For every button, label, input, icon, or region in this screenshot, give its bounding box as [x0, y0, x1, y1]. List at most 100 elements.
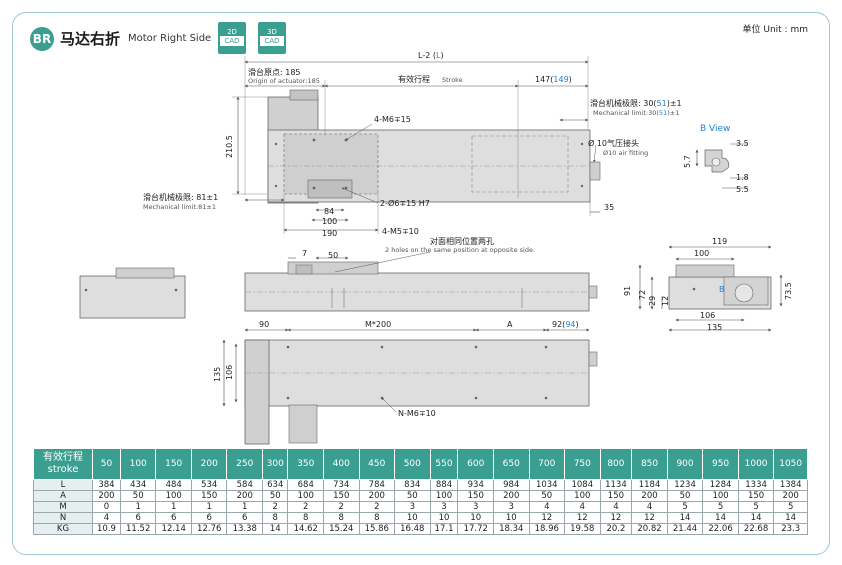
m5-10-label: 4-M5∓10: [382, 227, 419, 236]
opposite-holes-en: 2 holes on the same position at opposite…: [385, 246, 535, 254]
table-cell: 20.82: [631, 523, 668, 535]
table-cell: 4: [528, 501, 566, 513]
table-cell: 634: [261, 479, 289, 491]
svg-text:Mechanical limit:30(51)±1: Mechanical limit:30(51)±1: [593, 109, 679, 117]
dim-12: 12: [661, 296, 670, 306]
mech-limit-left-en: Mechanical limit:81±1: [143, 203, 216, 211]
table-cell: 5: [702, 501, 739, 513]
table-cell: 6: [155, 512, 192, 524]
page-title-en: Motor Right Side: [128, 33, 212, 44]
dim-l2-suffix: ): [440, 51, 443, 60]
table-cell: 6: [190, 512, 228, 524]
stroke-value-cell: 350: [287, 448, 324, 480]
dim-92-prefix: 92(: [552, 320, 565, 329]
dim-92-link: 94: [565, 320, 575, 329]
dim-l2-link: L: [436, 51, 441, 60]
table-cell: 14: [261, 523, 289, 535]
dim-119: 119: [712, 237, 727, 246]
table-cell: 21.44: [666, 523, 704, 535]
table-cell: 2: [287, 501, 324, 513]
table-cell: 4: [631, 501, 668, 513]
table-cell: 5: [666, 501, 704, 513]
table-cell: 2: [358, 501, 396, 513]
top-view: [232, 56, 601, 234]
b-view-marker: B: [719, 285, 725, 294]
motor-cap: [289, 89, 319, 101]
table-cell: 1: [119, 501, 157, 513]
svg-text:147(149): 147(149): [535, 75, 572, 84]
dim-210-5: 210.5: [225, 135, 234, 158]
stroke-window: [471, 135, 569, 193]
mech-limit-right-en-link: 51: [659, 109, 667, 117]
table-cell: 12: [528, 512, 566, 524]
cad-3d-button[interactable]: 3D CAD: [258, 22, 286, 54]
table-cell: 984: [493, 479, 530, 491]
dim-7: 7: [302, 249, 307, 258]
table-cell: 100: [155, 490, 192, 502]
table-cell: 23.3: [773, 523, 808, 535]
cad-2d-bottom-label: CAD: [220, 36, 244, 46]
dim-147-prefix: 147(: [535, 75, 553, 84]
stroke-value-cell: 250: [226, 448, 263, 480]
stroke-value-cell: 750: [564, 448, 601, 480]
dim-106-bottom: 106: [225, 365, 234, 380]
table-cell: 150: [190, 490, 228, 502]
dim-147-suffix: ): [569, 75, 572, 84]
table-cell: 18.34: [493, 523, 530, 535]
table-cell: 10: [457, 512, 494, 524]
table-cell: 1: [190, 501, 228, 513]
mech-limit-right-cn-suffix: )±1: [667, 99, 682, 108]
table-cell: 1: [155, 501, 192, 513]
cad-2d-button[interactable]: 2D CAD: [218, 22, 246, 54]
svg-text:92(94): 92(94): [552, 320, 579, 329]
table-cell: 8: [287, 512, 324, 524]
table-cell: 100: [702, 490, 739, 502]
mech-limit-right-en-prefix: Mechanical limit:30(: [593, 109, 659, 117]
table-cell: 3: [457, 501, 494, 513]
table-cell: 50: [261, 490, 289, 502]
table-cell: 1284: [702, 479, 739, 491]
page-title-cn: 马达右折: [60, 30, 121, 48]
stroke-value-cell: 50: [92, 448, 121, 480]
table-cell: 8: [261, 512, 289, 524]
table-cell: 16.48: [394, 523, 431, 535]
cad-3d-bottom-label: CAD: [260, 36, 284, 46]
side-view: [79, 251, 598, 319]
stroke-value-cell: 200: [190, 448, 228, 480]
table-cell: 3: [429, 501, 459, 513]
stroke-value-cell: 600: [457, 448, 494, 480]
table-cell: 150: [323, 490, 360, 502]
stroke-value-cell: 400: [323, 448, 360, 480]
table-cell: 10: [493, 512, 530, 524]
b-view-label: B View: [700, 124, 730, 134]
dim-73-5: 73.5: [784, 282, 793, 300]
dim-5-5: 5.5: [736, 185, 749, 194]
table-cell: 50: [666, 490, 704, 502]
table-cell: 18.96: [528, 523, 566, 535]
table-cell: 5: [773, 501, 808, 513]
stroke-value-cell: 700: [528, 448, 566, 480]
table-cell: 784: [358, 479, 396, 491]
table-cell: 484: [155, 479, 192, 491]
table-cell: 12: [564, 512, 601, 524]
table-cell: 13.38: [226, 523, 263, 535]
dim-72: 72: [638, 290, 647, 300]
table-cell: 3: [493, 501, 530, 513]
air-fitting-label-cn: Ø 10气压接头: [588, 138, 639, 148]
table-cell: 10: [394, 512, 431, 524]
table-cell: 734: [323, 479, 360, 491]
table-cell: 200: [358, 490, 396, 502]
table-cell: 4: [92, 512, 121, 524]
dim-100-end: 100: [694, 249, 709, 258]
table-cell: 14: [702, 512, 739, 524]
table-cell: 15.86: [358, 523, 396, 535]
stroke-value-cell: 650: [493, 448, 530, 480]
unit-label: 单位 Unit : mm: [742, 25, 808, 35]
cad-2d-top-label: 2D: [227, 28, 237, 36]
m6-15-label: 4-M6∓15: [374, 115, 411, 124]
n-m6-label: N-M6∓10: [398, 409, 436, 418]
table-cell: 884: [429, 479, 459, 491]
